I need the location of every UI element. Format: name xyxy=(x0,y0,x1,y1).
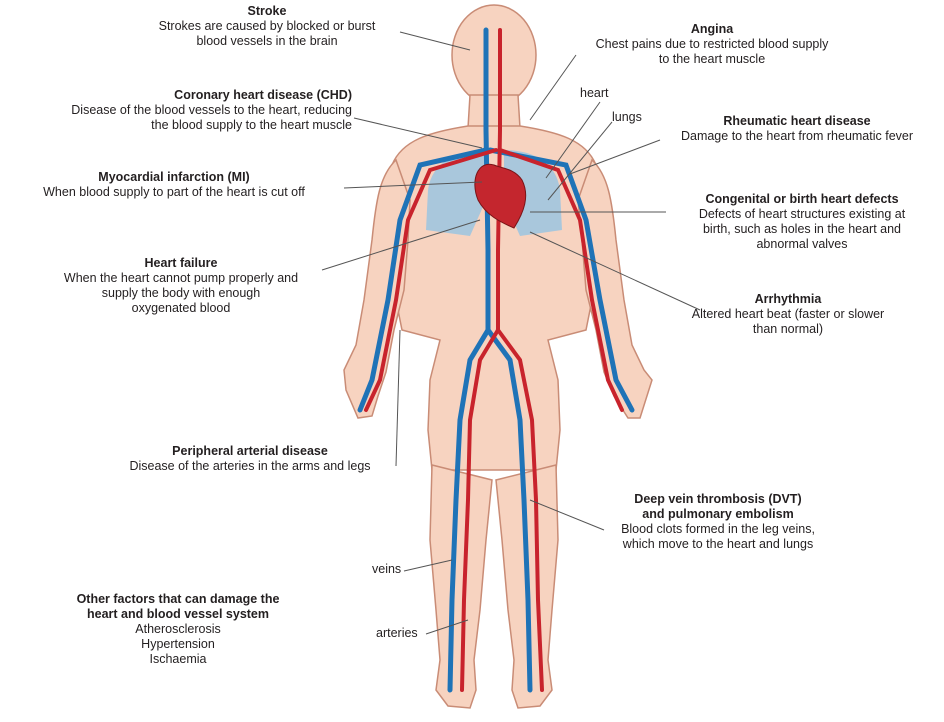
label-arrhythmia-desc: Altered heart beat (faster or slower tha… xyxy=(668,307,908,337)
label-other-factors: Other factors that can damage the heart … xyxy=(40,592,316,667)
label-rheumatic-desc: Damage to the heart from rheumatic fever xyxy=(656,129,938,144)
label-rheumatic-title: Rheumatic heart disease xyxy=(656,114,938,129)
neck xyxy=(468,95,520,128)
label-congenital-desc: Defects of heart structures existing at … xyxy=(664,207,940,252)
label-chd-title: Coronary heart disease (CHD) xyxy=(6,88,352,103)
label-chd-desc: Disease of the blood vessels to the hear… xyxy=(6,103,352,133)
label-stroke: Stroke Strokes are caused by blocked or … xyxy=(132,4,402,49)
label-stroke-title: Stroke xyxy=(132,4,402,19)
label-dvt-desc: Blood clots formed in the leg veins, whi… xyxy=(598,522,838,552)
label-rheumatic: Rheumatic heart disease Damage to the he… xyxy=(656,114,938,144)
label-dvt-title: Deep vein thrombosis (DVT) and pulmonary… xyxy=(598,492,838,522)
label-angina: Angina Chest pains due to restricted blo… xyxy=(562,22,862,67)
anatomy-veins-label: veins xyxy=(372,562,401,576)
label-peripheral-desc: Disease of the arteries in the arms and … xyxy=(104,459,396,474)
label-other-desc: Atherosclerosis Hypertension Ischaemia xyxy=(40,622,316,667)
label-heart-failure-title: Heart failure xyxy=(36,256,326,271)
label-congenital-title: Congenital or birth heart defects xyxy=(664,192,940,207)
label-peripheral: Peripheral arterial disease Disease of t… xyxy=(104,444,396,474)
label-mi: Myocardial infarction (MI) When blood su… xyxy=(4,170,344,200)
label-stroke-desc: Strokes are caused by blocked or burst b… xyxy=(132,19,402,49)
label-angina-title: Angina xyxy=(562,22,862,37)
label-dvt: Deep vein thrombosis (DVT) and pulmonary… xyxy=(598,492,838,552)
anatomy-heart-label: heart xyxy=(580,86,609,100)
label-arrhythmia: Arrhythmia Altered heart beat (faster or… xyxy=(668,292,908,337)
label-angina-desc: Chest pains due to restricted blood supp… xyxy=(562,37,862,67)
label-congenital: Congenital or birth heart defects Defect… xyxy=(664,192,940,252)
label-mi-title: Myocardial infarction (MI) xyxy=(4,170,344,185)
label-other-title: Other factors that can damage the heart … xyxy=(40,592,316,622)
anatomy-arteries-label: arteries xyxy=(376,626,418,640)
label-heart-failure: Heart failure When the heart cannot pump… xyxy=(36,256,326,316)
label-mi-desc: When blood supply to part of the heart i… xyxy=(4,185,344,200)
label-chd: Coronary heart disease (CHD) Disease of … xyxy=(6,88,352,133)
arm-left xyxy=(344,160,410,418)
label-heart-failure-desc: When the heart cannot pump properly and … xyxy=(36,271,326,316)
label-arrhythmia-title: Arrhythmia xyxy=(668,292,908,307)
head xyxy=(452,5,536,105)
label-peripheral-title: Peripheral arterial disease xyxy=(104,444,396,459)
anatomy-lungs-label: lungs xyxy=(612,110,642,124)
